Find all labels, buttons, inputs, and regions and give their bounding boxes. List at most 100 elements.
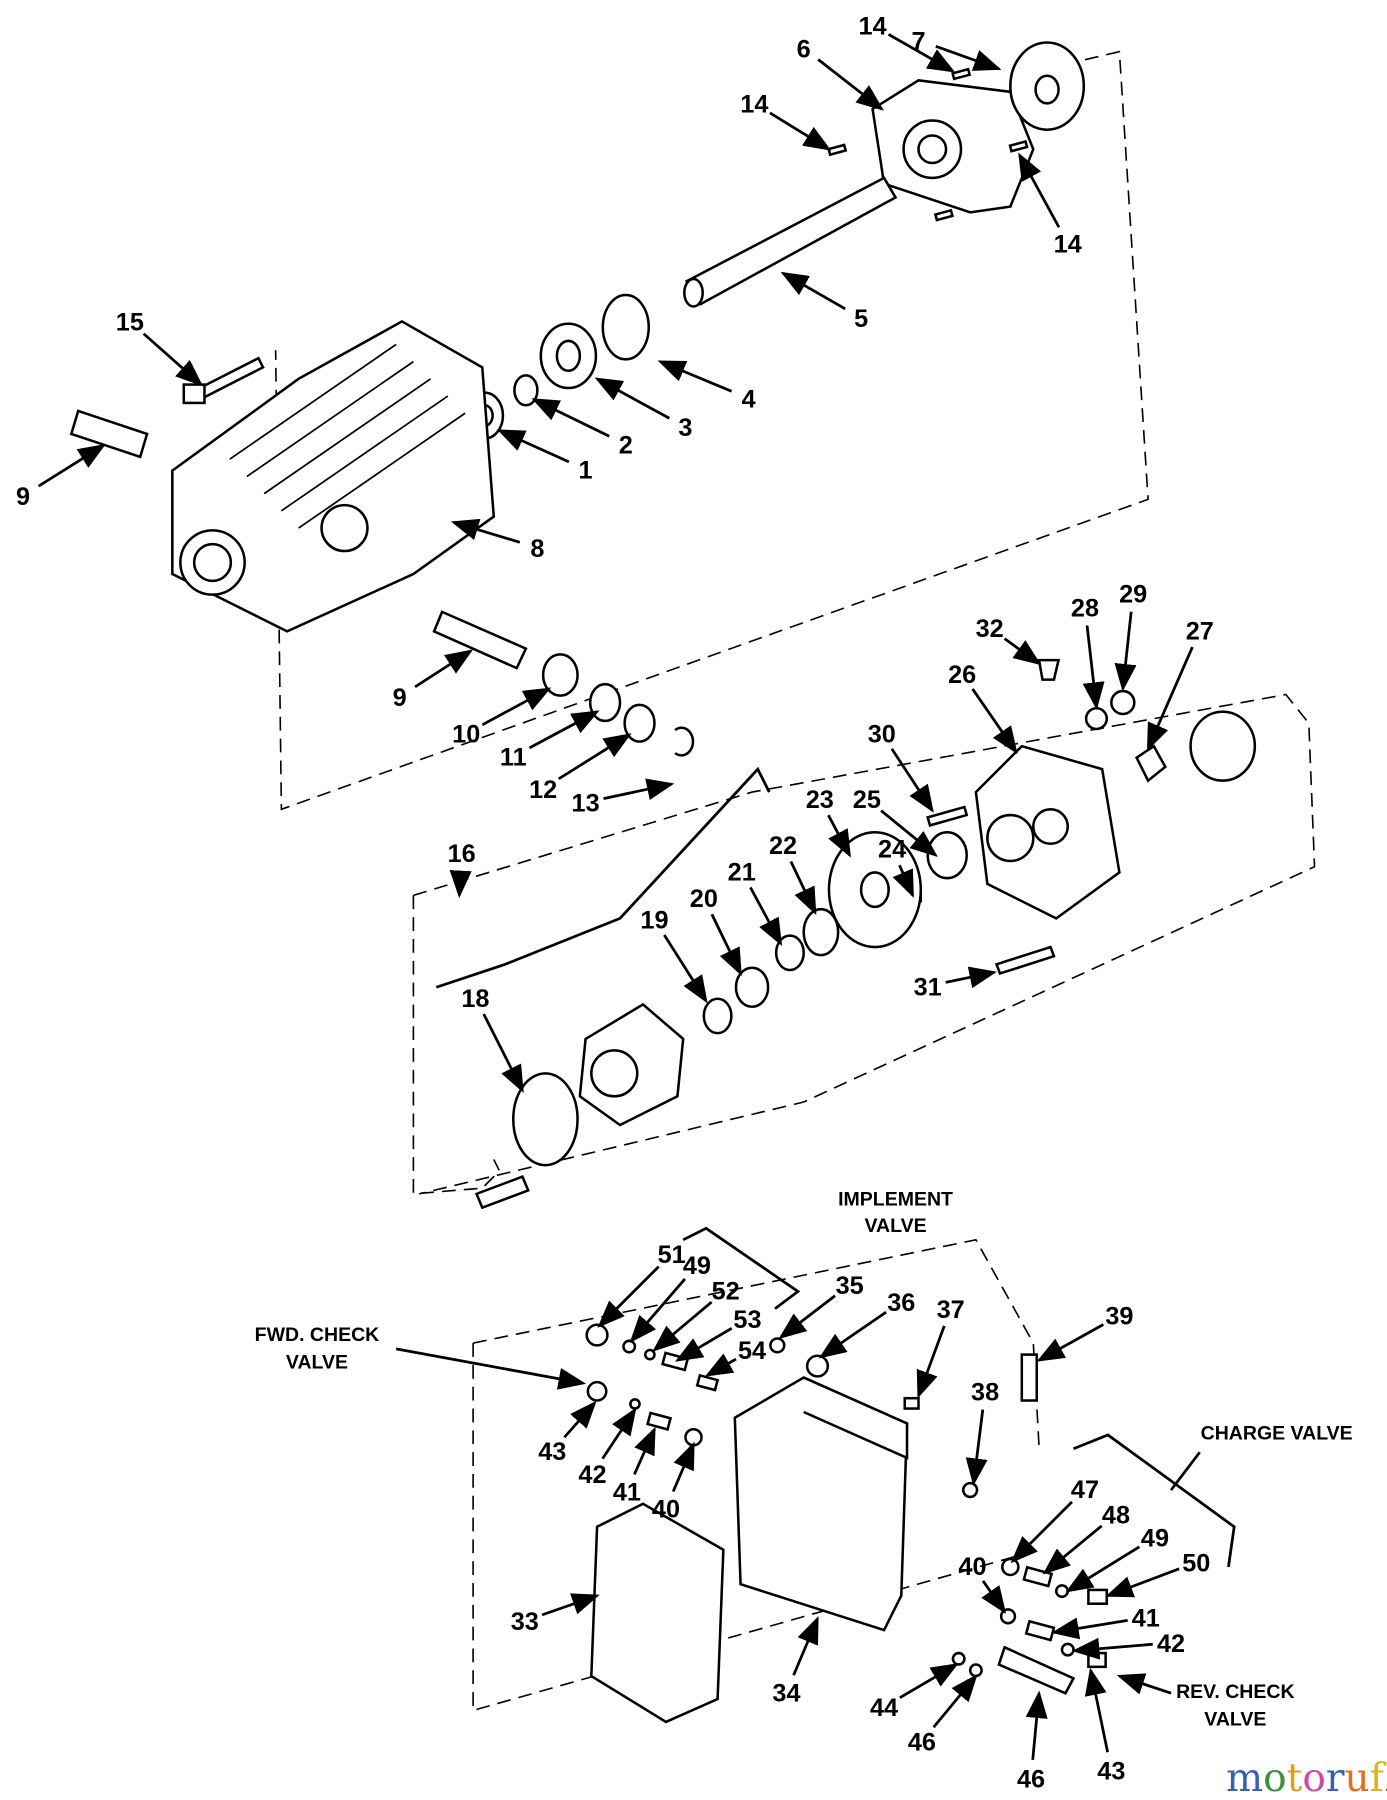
part-number-label: 3 <box>678 414 692 442</box>
leader-arrow <box>818 1311 887 1359</box>
part-number-label: 39 <box>1105 1303 1133 1331</box>
part-number-label: 16 <box>448 840 476 868</box>
logo-letter: r <box>1326 1756 1345 1800</box>
part-number-label: 30 <box>868 721 896 749</box>
leader-arrow <box>1025 1690 1048 1761</box>
part-number-label: 50 <box>1182 1550 1210 1578</box>
leader-arrow <box>1051 1617 1128 1640</box>
leader-arrow <box>603 778 675 801</box>
snap-ring <box>601 293 650 361</box>
leader-arrow <box>704 1353 737 1377</box>
leader-arrow <box>1010 1500 1073 1564</box>
part-number-label: 23 <box>806 786 834 814</box>
part-number-label: 44 <box>870 1694 898 1722</box>
leader-arrow <box>37 443 106 488</box>
leader-arrow <box>652 1301 713 1352</box>
part-number-label: 32 <box>976 615 1004 643</box>
leader-arrow <box>449 870 472 899</box>
part-number-label: 31 <box>914 973 942 1001</box>
watermark-logo: motoruf.de <box>1226 1756 1387 1800</box>
leader-arrow <box>481 687 552 727</box>
leader-arrow <box>887 33 956 73</box>
part-number-label: 35 <box>836 1272 864 1300</box>
part-number-label: 29 <box>1119 581 1147 609</box>
leader-arrow <box>629 1278 686 1343</box>
leader-arrow <box>981 1580 1007 1614</box>
part-number-label: 42 <box>1157 1630 1185 1658</box>
callout-fwd-check-valve: FWD. CHECK VALVE <box>255 1324 587 1390</box>
logo-letter: u <box>1344 1756 1369 1800</box>
callout-text: VALVE <box>286 1351 348 1373</box>
part-number-label: 46 <box>1017 1765 1045 1793</box>
leader-arrow <box>1003 637 1042 666</box>
leader-arrow <box>563 1400 597 1439</box>
callout-text: REV. CHECK <box>1176 1681 1294 1703</box>
part-number-label: 41 <box>1132 1605 1160 1633</box>
part-number-label: 14 <box>1054 231 1082 259</box>
part-number-label: 27 <box>1186 617 1214 645</box>
part-number-label: 2 <box>619 431 633 459</box>
leader-arrow <box>890 748 934 813</box>
leader-arrow <box>1146 646 1194 751</box>
part-number-label: 19 <box>640 907 668 935</box>
part-number-label: 49 <box>1141 1524 1169 1552</box>
leader-arrow <box>892 864 915 898</box>
part-number-label: 10 <box>452 721 480 749</box>
logo-letter: f <box>1370 1756 1387 1800</box>
part-number-label: 53 <box>733 1306 761 1334</box>
leader-arrow <box>1071 1637 1153 1660</box>
part-number-label: 9 <box>16 483 30 511</box>
leader-arrow <box>142 332 204 387</box>
part-number-label: 28 <box>1071 594 1099 622</box>
leader-arrow <box>671 1441 695 1493</box>
callout-text: VALVE <box>864 1215 926 1237</box>
svg-text:motoruf.de: motoruf.de <box>1226 1756 1387 1800</box>
leader-arrow <box>945 966 997 989</box>
part-number-label: 21 <box>728 858 756 886</box>
part-number-label: 36 <box>887 1289 915 1317</box>
leader-arrow <box>827 814 851 858</box>
part-number-label: 52 <box>712 1277 740 1305</box>
logo-letter: o <box>1302 1756 1326 1800</box>
part-number-label: 46 <box>908 1729 936 1757</box>
logo-letter: m <box>1226 1756 1263 1800</box>
leader-arrow <box>1065 1545 1141 1593</box>
part-number-label: 14 <box>740 91 768 119</box>
leader-arrow <box>450 518 521 544</box>
leader-arrow <box>657 360 733 393</box>
leader-arrow <box>769 111 832 151</box>
leader-arrow <box>594 377 670 420</box>
part-number-label: 48 <box>1102 1501 1130 1529</box>
leader-arrow <box>932 1673 978 1729</box>
leader-arrow <box>710 913 742 976</box>
bracket-lines <box>435 766 1236 1568</box>
leader-arrow <box>1018 152 1061 228</box>
part-number-label: 54 <box>738 1337 766 1365</box>
leader-arrow <box>749 886 783 947</box>
leader-arrow <box>1082 625 1105 710</box>
part-number-label: 9 <box>393 684 407 712</box>
part-number-label: 40 <box>958 1553 986 1581</box>
leader-arrow <box>541 1593 600 1617</box>
logo-suffix: .de <box>1384 1775 1387 1796</box>
part-number-label: 38 <box>971 1379 999 1407</box>
part-number-label: 43 <box>538 1438 566 1466</box>
part-number-label: 41 <box>613 1478 641 1506</box>
callout-text: VALVE <box>1204 1708 1266 1730</box>
part-number-label: 22 <box>769 832 797 860</box>
callout-charge-valve: CHARGE VALVE <box>1169 1423 1353 1491</box>
parts <box>69 41 1257 1724</box>
leader-arrow <box>1105 1567 1180 1598</box>
leader-arrow <box>663 934 708 1004</box>
part-number-label: 5 <box>854 305 868 333</box>
part-number-label: 43 <box>1097 1757 1125 1785</box>
part-number-label: 6 <box>797 35 811 63</box>
leader-arrow <box>965 1409 988 1486</box>
leader-arrow <box>601 1407 637 1460</box>
leader-arrow <box>414 649 474 689</box>
part-number-label: 49 <box>683 1252 711 1280</box>
leader-arrow <box>880 809 938 857</box>
leader-arrow <box>817 58 884 111</box>
part-number-label: 33 <box>511 1608 539 1636</box>
